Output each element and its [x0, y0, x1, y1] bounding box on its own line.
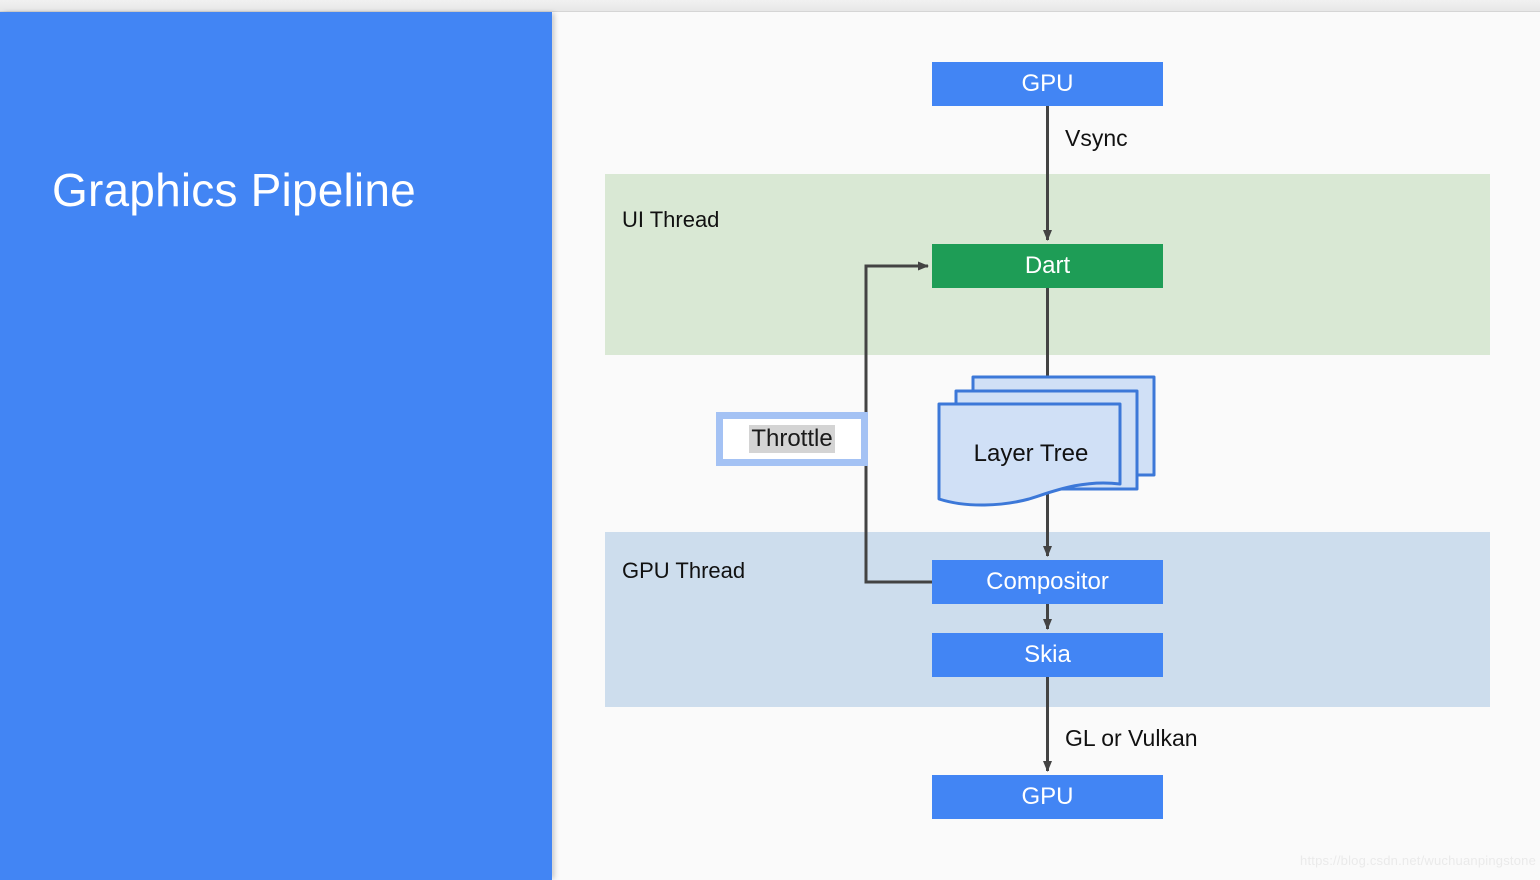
node-skia[interactable]: Skia — [932, 633, 1163, 677]
edge-label-gl-or-vulkan: GL or Vulkan — [1065, 725, 1198, 751]
edge-label-vsync: Vsync — [1065, 125, 1128, 151]
layer-tree-stack-icon — [937, 375, 1156, 507]
node-gpu-top[interactable]: GPU — [932, 62, 1163, 106]
swimlane-gpu-thread: GPU Thread — [605, 532, 1490, 707]
node-layer-tree[interactable]: Layer Tree — [931, 367, 1161, 512]
node-throttle[interactable]: Throttle — [716, 412, 868, 466]
node-dart[interactable]: Dart — [932, 244, 1163, 288]
node-gpu-bottom-label: GPU — [1021, 783, 1074, 810]
diagram-canvas: UI Thread GPU Thread — [553, 12, 1540, 880]
window-chrome-strip — [0, 0, 1540, 12]
node-dart-label: Dart — [1024, 252, 1071, 279]
node-throttle-label: Throttle — [749, 425, 835, 453]
node-compositor-label: Compositor — [986, 568, 1109, 595]
swimlane-label-ui-thread: UI Thread — [622, 207, 720, 232]
node-skia-label: Skia — [1024, 641, 1071, 668]
watermark: https://blog.csdn.net/wuchuanpingstone — [1300, 853, 1536, 868]
title-panel: Graphics Pipeline — [0, 12, 552, 880]
node-gpu-top-label: GPU — [1021, 70, 1074, 97]
page-title: Graphics Pipeline — [52, 164, 416, 216]
node-gpu-bottom[interactable]: GPU — [932, 775, 1163, 819]
node-compositor[interactable]: Compositor — [932, 560, 1163, 604]
swimlane-label-gpu-thread: GPU Thread — [622, 558, 746, 583]
